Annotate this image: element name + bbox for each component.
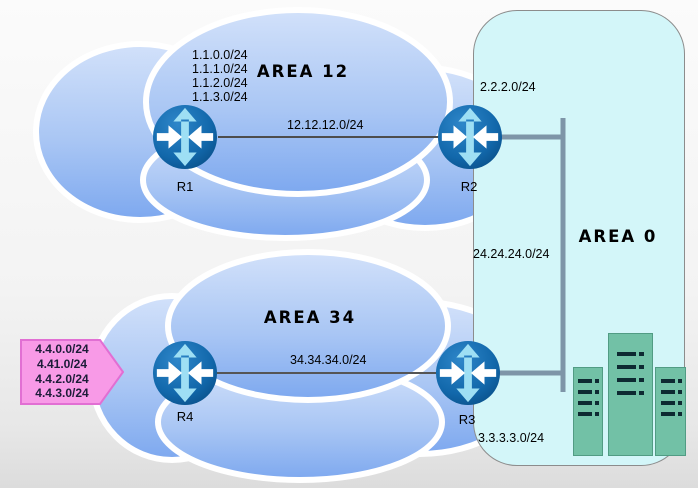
router-label-r3: R3	[458, 412, 476, 427]
area-label-area0: AREA 0	[578, 227, 658, 246]
router-icon-r3	[435, 340, 501, 406]
network-label: 1.1.3.0/24	[192, 90, 248, 104]
network-label: 1.1.2.0/24	[192, 76, 248, 90]
router-label-r1: R1	[176, 179, 194, 194]
network-label-r4-r3: 34.34.34.0/24	[290, 353, 367, 367]
server-icon	[608, 333, 653, 456]
cloud-puff	[165, 249, 451, 403]
server-icon	[655, 367, 686, 456]
area-label-area34: AREA 34	[263, 308, 357, 327]
network-label: 1.1.1.0/24	[192, 62, 248, 76]
r4-network-list: 4.4.0.0/24 4.41.0/24 4.4.2.0/24 4.4.3.0/…	[20, 342, 104, 401]
network-label: 4.4.3.0/24	[35, 386, 89, 401]
network-label: 1.1.0.0/24	[192, 48, 248, 62]
right-arrow-callout-icon	[20, 339, 124, 405]
cloud-area12	[33, 7, 530, 241]
network-label: 4.4.0.0/24	[35, 342, 89, 356]
network-label-r2: 2.2.2.0/24	[480, 80, 536, 94]
cloud-puff	[143, 7, 453, 197]
network-label-r2-r3: 24.24.24.0/24	[473, 247, 550, 261]
network-label-r3: 3.3.3.3.0/24	[478, 431, 545, 445]
area-label-area12: AREA 12	[256, 62, 350, 81]
r4-networks-callout: 4.4.0.0/24 4.41.0/24 4.4.2.0/24 4.4.3.0/…	[20, 339, 124, 405]
router-icon-r2	[437, 104, 503, 170]
router-label-r4: R4	[176, 409, 194, 424]
router-label-r2: R2	[460, 179, 478, 194]
r1-network-list: 1.1.0.0/24 1.1.1.0/24 1.1.2.0/24 1.1.3.0…	[192, 48, 248, 104]
router-icon-r4	[152, 340, 218, 406]
router-icon-r1	[152, 104, 218, 170]
server-icon	[573, 367, 603, 456]
network-label: 4.4.2.0/24	[35, 371, 89, 386]
network-label-r1-r2: 12.12.12.0/24	[287, 118, 364, 132]
network-label: 4.41.0/24	[36, 356, 88, 371]
